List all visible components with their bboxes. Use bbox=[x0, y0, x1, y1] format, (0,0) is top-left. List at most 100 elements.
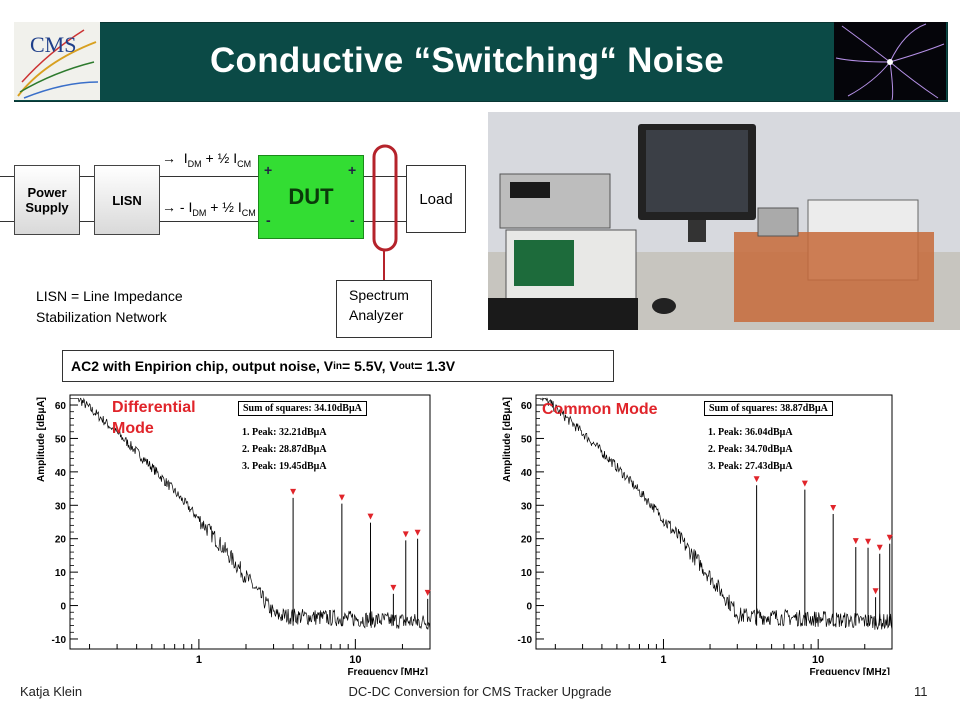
stats-line-3: 3. Peak: 19.45dBμA bbox=[242, 461, 327, 472]
x-tick-label: 10 bbox=[812, 654, 824, 666]
analyzer-label-2: Analyzer bbox=[349, 307, 404, 323]
power-supply-label-1: Power bbox=[27, 185, 67, 200]
cms-logo: CMS bbox=[14, 22, 100, 100]
y-tick-label: 10 bbox=[521, 568, 533, 579]
peak-marker bbox=[402, 531, 409, 538]
top-current-label: → IDM + ½ ICM bbox=[162, 150, 251, 169]
current-probe-clamp bbox=[372, 144, 398, 286]
stats-title: Sum of squares: 34.10dBμA bbox=[238, 401, 367, 416]
mode-label-line-1: Common Mode bbox=[542, 401, 658, 418]
peak-marker bbox=[290, 488, 297, 495]
y-tick-label: 20 bbox=[55, 535, 67, 546]
y-tick-label: -10 bbox=[52, 635, 67, 646]
slide-title: Conductive “Switching“ Noise bbox=[209, 41, 724, 80]
top-current-mid: + ½ I bbox=[201, 150, 238, 166]
collision-event-image bbox=[834, 22, 946, 101]
bottom-current-sub2: CM bbox=[241, 207, 256, 218]
dut-label: DUT bbox=[288, 184, 334, 209]
lab-setup-photo bbox=[488, 112, 960, 330]
caption-sub-out: out bbox=[398, 360, 415, 372]
y-tick-label: 40 bbox=[55, 468, 67, 479]
dut-minus-left: - bbox=[266, 212, 271, 228]
y-tick-label: 20 bbox=[521, 535, 533, 546]
stats-line-2: 2. Peak: 28.87dBμA bbox=[242, 444, 327, 455]
dut-minus-right: - bbox=[350, 212, 355, 228]
top-current-sub2: CM bbox=[237, 158, 252, 169]
peak-marker bbox=[753, 476, 760, 483]
common-mode-label: Common Mode bbox=[542, 399, 658, 420]
dut-plus-left: + bbox=[264, 162, 273, 178]
common-stats-box: Sum of squares: 38.87dBμA 1. Peak: 36.04… bbox=[704, 401, 833, 475]
spectrum-analyzer-box: Spectrum Analyzer bbox=[336, 280, 432, 338]
arrow-icon: → bbox=[162, 150, 176, 166]
lisn-note-line-2: Stabilization Network bbox=[36, 309, 167, 325]
x-axis-label: Frequency [MHz] bbox=[809, 667, 890, 675]
y-tick-label: 10 bbox=[55, 568, 67, 579]
peak-marker bbox=[852, 538, 859, 545]
dut-box: DUT bbox=[258, 155, 364, 239]
peak-marker bbox=[338, 494, 345, 501]
x-tick-label: 1 bbox=[196, 654, 202, 666]
peak-marker bbox=[865, 538, 872, 545]
stats-title: Sum of squares: 38.87dBμA bbox=[704, 401, 833, 416]
differential-stats-box: Sum of squares: 34.10dBμA 1. Peak: 32.21… bbox=[238, 401, 367, 475]
peak-marker bbox=[424, 589, 431, 596]
peak-marker bbox=[872, 588, 879, 595]
mode-label-line-2: Mode bbox=[112, 420, 154, 437]
noise-spectrum-line bbox=[536, 397, 893, 630]
cms-logo-text: CMS bbox=[30, 32, 76, 57]
dut-plus-right: + bbox=[348, 162, 357, 178]
analyzer-label-1: Spectrum bbox=[349, 287, 409, 303]
mode-label-line-1: Differential bbox=[112, 399, 196, 416]
stats-line-3: 3. Peak: 27.43dBμA bbox=[708, 461, 793, 472]
y-tick-label: 30 bbox=[521, 501, 533, 512]
lisn-label: LISN bbox=[112, 192, 142, 208]
bottom-current-mid: + ½ I bbox=[206, 199, 242, 215]
bottom-current-sub1: DM bbox=[192, 207, 207, 218]
caption-part-2: = 5.5V, V bbox=[342, 358, 399, 374]
load-box: Load bbox=[406, 165, 466, 233]
x-tick-label: 1 bbox=[660, 654, 666, 666]
peak-marker bbox=[886, 534, 893, 541]
bottom-wire bbox=[0, 221, 406, 222]
stats-line-1: 1. Peak: 32.21dBμA bbox=[242, 427, 327, 438]
caption-part-1: AC2 with Enpirion chip, output noise, V bbox=[71, 358, 334, 374]
load-label: Load bbox=[419, 190, 453, 208]
x-tick-label: 10 bbox=[349, 654, 361, 666]
lisn-box: LISN bbox=[94, 165, 160, 235]
peak-marker bbox=[801, 480, 808, 487]
y-tick-label: 60 bbox=[55, 401, 67, 412]
y-tick-label: 0 bbox=[60, 602, 66, 613]
lisn-definition-note: LISN = Line Impedance Stabilization Netw… bbox=[36, 286, 183, 328]
plot-frame bbox=[535, 394, 893, 650]
lisn-note-line-1: LISN = Line Impedance bbox=[36, 288, 183, 304]
peak-marker bbox=[876, 544, 883, 551]
arrow-icon: → bbox=[162, 199, 176, 215]
top-wire bbox=[0, 176, 406, 177]
y-axis-label: Amplitude [dBμA] bbox=[36, 397, 47, 482]
y-tick-label: 40 bbox=[521, 468, 533, 479]
y-tick-label: 0 bbox=[526, 602, 532, 613]
peak-marker bbox=[830, 504, 837, 511]
plot-frame bbox=[69, 394, 431, 650]
footer-author: Katja Klein bbox=[20, 684, 83, 699]
y-axis-label: Amplitude [dBμA] bbox=[502, 397, 513, 482]
footer-page-number: 11 bbox=[914, 684, 928, 699]
y-tick-label: 50 bbox=[521, 434, 533, 445]
top-current-prefix: I bbox=[183, 150, 188, 166]
x-axis-label: Frequency [MHz] bbox=[347, 667, 428, 675]
peak-marker bbox=[390, 584, 397, 591]
bottom-current-prefix: - I bbox=[179, 199, 193, 215]
differential-mode-label: Differential Mode bbox=[112, 397, 196, 439]
top-current-sub1: DM bbox=[187, 158, 202, 169]
caption-part-3: = 1.3V bbox=[414, 358, 456, 374]
peak-marker bbox=[414, 529, 421, 536]
title-bar bbox=[14, 22, 948, 102]
y-tick-label: -10 bbox=[518, 635, 533, 646]
